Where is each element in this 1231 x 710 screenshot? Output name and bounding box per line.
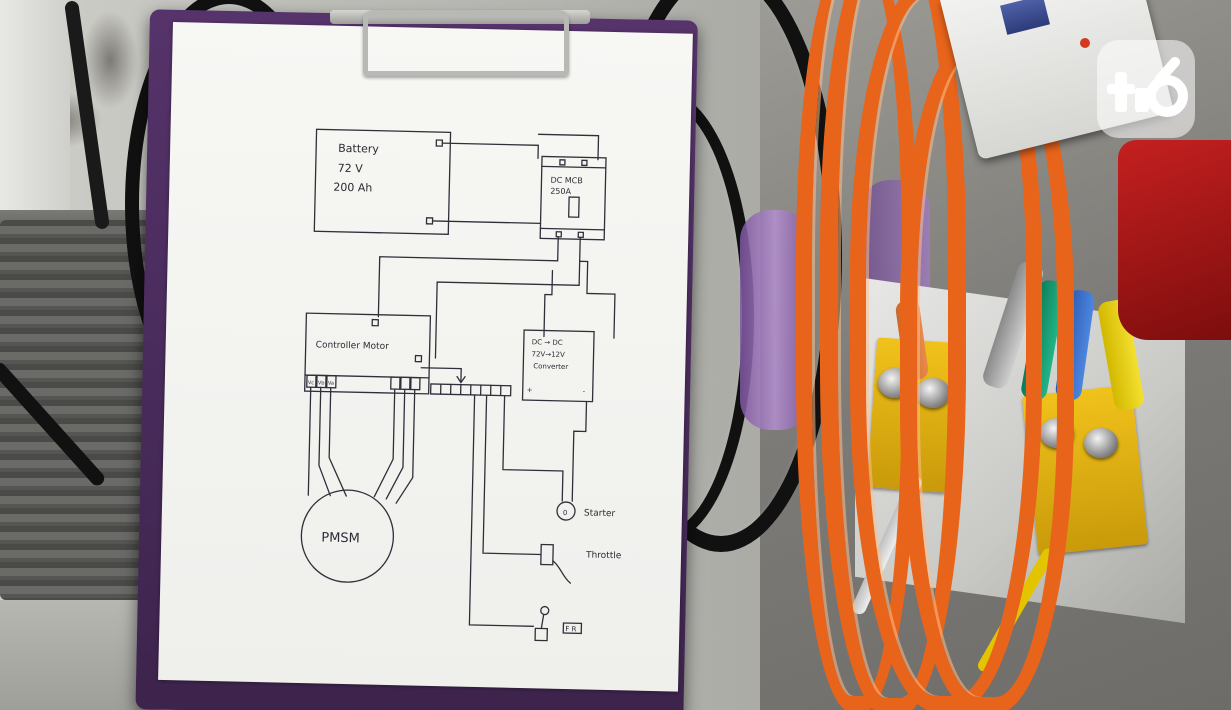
starter-label: Starter [584, 508, 616, 519]
switch-lever [540, 613, 545, 630]
battery-title: Battery [338, 142, 379, 156]
clipboard-clip [363, 10, 569, 76]
battery-box [313, 128, 452, 235]
breaker-indicator [1080, 38, 1090, 48]
signal-wire [420, 367, 462, 382]
svg-text:-: - [583, 387, 586, 395]
starter-symbol [556, 501, 576, 521]
wire [377, 236, 559, 318]
wire [543, 270, 554, 338]
pin-label: Vb [318, 380, 325, 386]
wire [579, 260, 616, 339]
throttle-label: Throttle [585, 550, 622, 561]
svg-text:+: + [527, 386, 533, 394]
terminal-bolt [1084, 428, 1118, 458]
battery-terminal-negative [425, 217, 434, 225]
throttle-symbol [540, 543, 554, 566]
paper-sheet: Battery 72 V 200 Ah DC MCB 250A [158, 22, 693, 692]
liputan6-logo-icon [1097, 40, 1195, 138]
wire [537, 133, 600, 161]
phase-wire [318, 386, 331, 497]
controller-pin [410, 376, 421, 391]
breaker-terminal [577, 231, 584, 239]
battery-terminal-positive [435, 139, 444, 147]
pin-label: Vc [308, 380, 315, 386]
switch-label: F R [565, 625, 576, 633]
breaker-box [539, 155, 607, 241]
battery-voltage: 72 V [338, 162, 364, 176]
breaker-terminal [559, 159, 566, 166]
breaker-title: DC MCB [550, 176, 582, 186]
phase-wire [328, 387, 347, 497]
controller-terminal [371, 318, 379, 327]
switch-label-box [562, 622, 583, 635]
pin-label: Va [328, 381, 334, 387]
wire [482, 394, 542, 556]
motor-symbol [300, 489, 395, 583]
switch-base [534, 627, 548, 642]
controller-title: Controller Motor [316, 340, 390, 352]
throttle-lever [552, 560, 572, 584]
phase-wire [385, 388, 406, 500]
breaker-switch [568, 196, 580, 218]
phase-wire [395, 388, 416, 504]
phase-wire [373, 388, 396, 498]
controller-terminal [414, 354, 423, 363]
white-panel [0, 0, 70, 215]
motor-label: PMSM [321, 531, 360, 547]
bench-edge [0, 600, 160, 710]
converter-title: DC → DC [532, 338, 563, 347]
converter-box [521, 329, 595, 403]
wiring-diagram: Battery 72 V 200 Ah DC MCB 250A [300, 128, 622, 642]
watermark-mark [1107, 57, 1188, 117]
breaker-rating: 250A [550, 187, 571, 196]
wire [571, 400, 588, 502]
switch-knob [540, 605, 550, 616]
battery-capacity: 200 Ah [333, 181, 372, 195]
breaker-top-rail [541, 165, 607, 169]
converter-spec: 72V→12V [531, 350, 565, 359]
breaker-terminal [555, 231, 563, 238]
wire [431, 220, 542, 225]
wire [468, 394, 535, 627]
wire [441, 142, 539, 159]
breaker-terminal [581, 159, 588, 167]
breaker-bottom-rail [539, 227, 606, 231]
controller-pin [390, 376, 401, 390]
wire [502, 394, 564, 502]
controller-pin [400, 376, 411, 391]
svg-text:0: 0 [563, 509, 568, 517]
converter-label: Converter [533, 362, 568, 371]
arrow-head [456, 375, 466, 384]
controller-box [303, 312, 432, 395]
red-tool-handle [1118, 140, 1231, 340]
phase-wire [307, 386, 312, 496]
